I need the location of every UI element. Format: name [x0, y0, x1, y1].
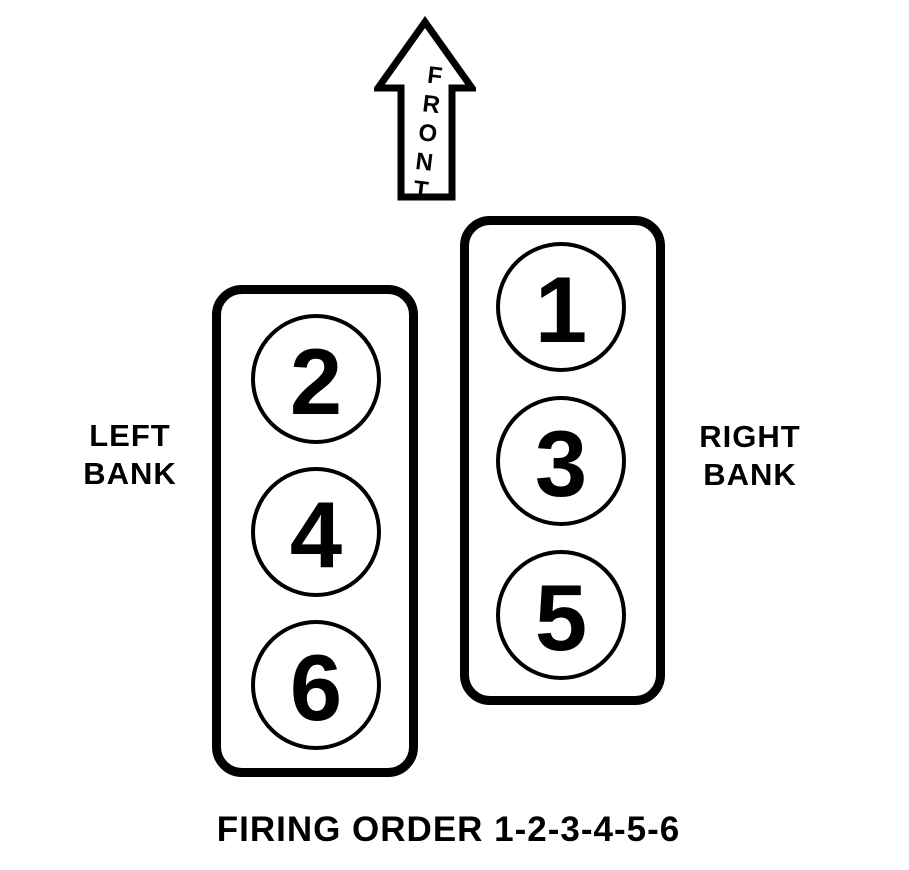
- left-bank-label-line1: LEFT: [89, 418, 171, 453]
- firing-order-caption: FIRING ORDER 1-2-3-4-5-6: [216, 810, 681, 849]
- front-letter-t: T: [412, 176, 430, 202]
- left-bank-label: LEFT BANK: [50, 417, 210, 493]
- cylinder-3: 3: [496, 396, 626, 526]
- front-letter-r: R: [421, 90, 442, 119]
- cylinder-2: 2: [251, 314, 381, 444]
- right-bank-label-line2: BANK: [703, 457, 797, 492]
- right-bank-label-line1: RIGHT: [699, 419, 801, 454]
- right-bank-label: RIGHT BANK: [670, 418, 830, 494]
- front-arrow-label: F R O N T: [412, 62, 444, 202]
- cylinder-5: 5: [496, 550, 626, 680]
- front-arrow-outline: [374, 16, 476, 201]
- cylinder-4: 4: [251, 467, 381, 597]
- left-bank-label-line2: BANK: [83, 456, 177, 491]
- front-arrow-icon: F R O N T: [374, 16, 476, 202]
- front-letter-n: N: [414, 148, 435, 177]
- cylinder-6: 6: [251, 620, 381, 750]
- front-letter-o: O: [417, 119, 439, 148]
- cylinder-1: 1: [496, 242, 626, 372]
- front-letter-f: F: [426, 62, 444, 91]
